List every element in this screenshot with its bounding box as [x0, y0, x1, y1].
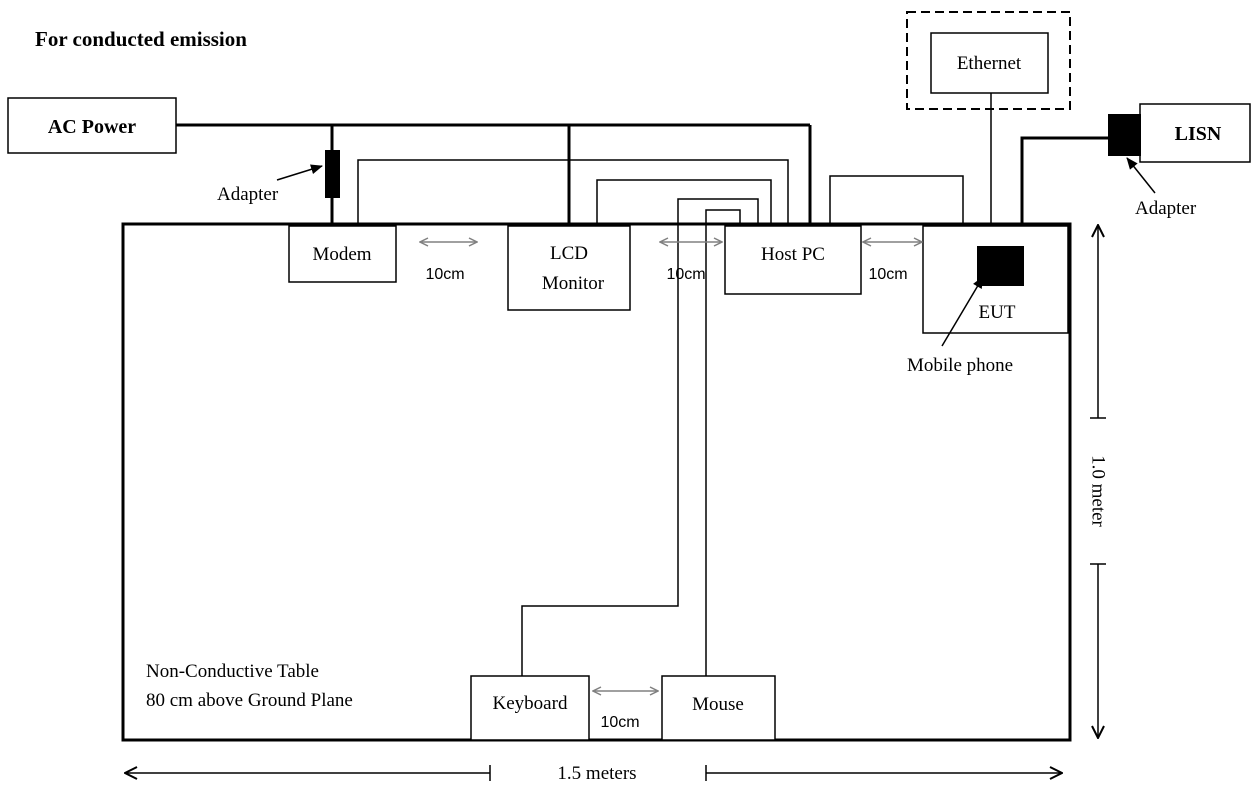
- spacing-keyboard-mouse: 10cm: [600, 714, 639, 731]
- keyboard-label: Keyboard: [493, 693, 568, 714]
- modem-box: Modem: [288, 225, 397, 283]
- height-dimension: [1090, 225, 1106, 738]
- mobile-phone-block: [977, 246, 1024, 286]
- ethernet-box: Ethernet: [930, 32, 1049, 94]
- keyboard-box: Keyboard: [470, 675, 590, 741]
- power-lines: [176, 123, 1108, 226]
- width-label: 1.5 meters: [557, 763, 636, 784]
- lcd-label-line2: Monitor: [542, 273, 605, 294]
- adapter-left-pointer: [276, 164, 323, 181]
- signal-cables: [357, 93, 992, 676]
- spacing-host-eut: 10cm: [868, 266, 907, 283]
- table-label-line2: 80 cm above Ground Plane: [146, 690, 353, 711]
- spacing-arrows: [420, 242, 922, 691]
- heading: For conducted emission: [35, 27, 247, 51]
- lisn-label: LISN: [1175, 123, 1222, 145]
- spacing-lcd-host: 10cm: [666, 266, 705, 283]
- host-pc-box: Host PC: [724, 225, 862, 295]
- ac-power-label: AC Power: [48, 116, 136, 138]
- modem-label: Modem: [312, 244, 371, 265]
- adapter-left-block: [325, 150, 340, 198]
- lcd-monitor-box: LCD Monitor: [507, 225, 631, 311]
- height-label: 1.0 meter: [1088, 455, 1109, 527]
- mouse-box: Mouse: [661, 675, 776, 741]
- eut-box: EUT: [922, 225, 1069, 334]
- lcd-label-line1: LCD: [550, 243, 588, 264]
- width-dimension: [125, 765, 1062, 781]
- ethernet-enclosure: [906, 11, 1071, 110]
- ethernet-label: Ethernet: [957, 53, 1022, 74]
- adapter-right-label: Adapter: [1135, 198, 1197, 219]
- spacing-modem-lcd: 10cm: [425, 266, 464, 283]
- host-pc-label: Host PC: [761, 244, 825, 265]
- table-label-line1: Non-Conductive Table: [146, 661, 319, 682]
- mobile-phone-pointer: [941, 276, 984, 347]
- mouse-label: Mouse: [692, 694, 744, 715]
- non-conductive-table: [121, 222, 1072, 742]
- adapter-right-pointer: [1126, 157, 1156, 194]
- ac-power-box: AC Power: [7, 97, 177, 154]
- mobile-phone-label: Mobile phone: [907, 355, 1013, 376]
- eut-label: EUT: [979, 302, 1016, 323]
- lisn-box: LISN: [1139, 103, 1251, 163]
- adapter-left-label: Adapter: [217, 184, 279, 205]
- adapter-right-block: [1108, 114, 1141, 156]
